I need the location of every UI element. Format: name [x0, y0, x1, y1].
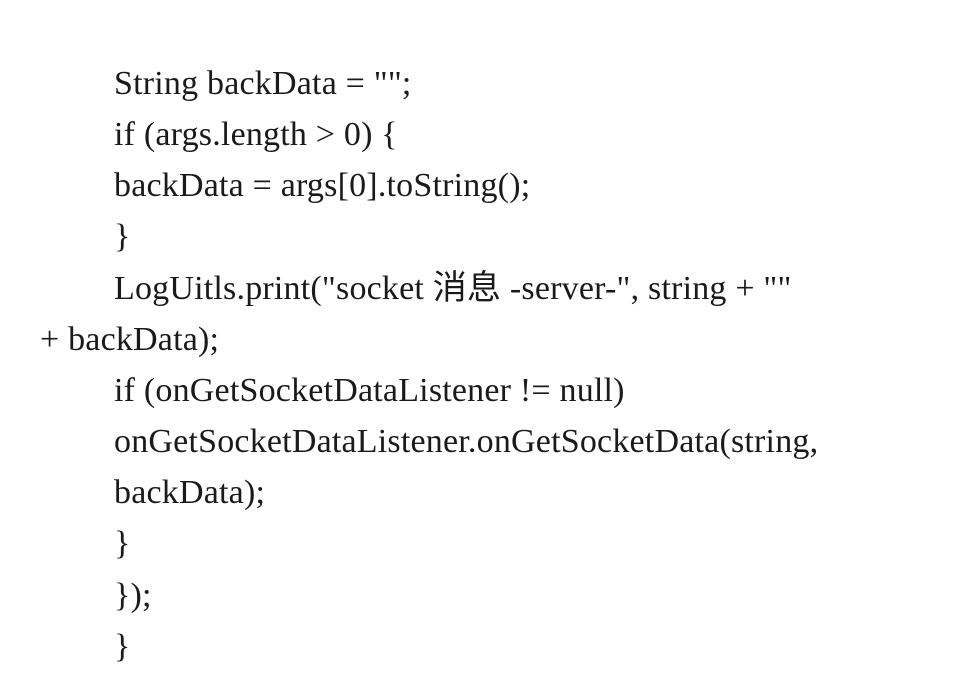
- code-line-4: }: [114, 218, 131, 255]
- code-line-1: String backData = "";: [114, 65, 412, 102]
- code-line-11: });: [114, 577, 152, 614]
- code-line-7: if (onGetSocketDataListener != null): [114, 372, 625, 409]
- code-line-10: }: [114, 525, 131, 562]
- code-line-9: backData);: [114, 474, 266, 511]
- code-line-5: LogUitls.print("socket 消息 -server-", str…: [114, 270, 792, 307]
- code-line-6: + backData);: [40, 321, 220, 358]
- code-line-8: onGetSocketDataListener.onGetSocketData(…: [114, 423, 819, 460]
- code-line-12: }: [114, 628, 131, 665]
- code-line-2: if (args.length > 0) {: [114, 116, 398, 153]
- code-line-3: backData = args[0].toString();: [114, 167, 531, 204]
